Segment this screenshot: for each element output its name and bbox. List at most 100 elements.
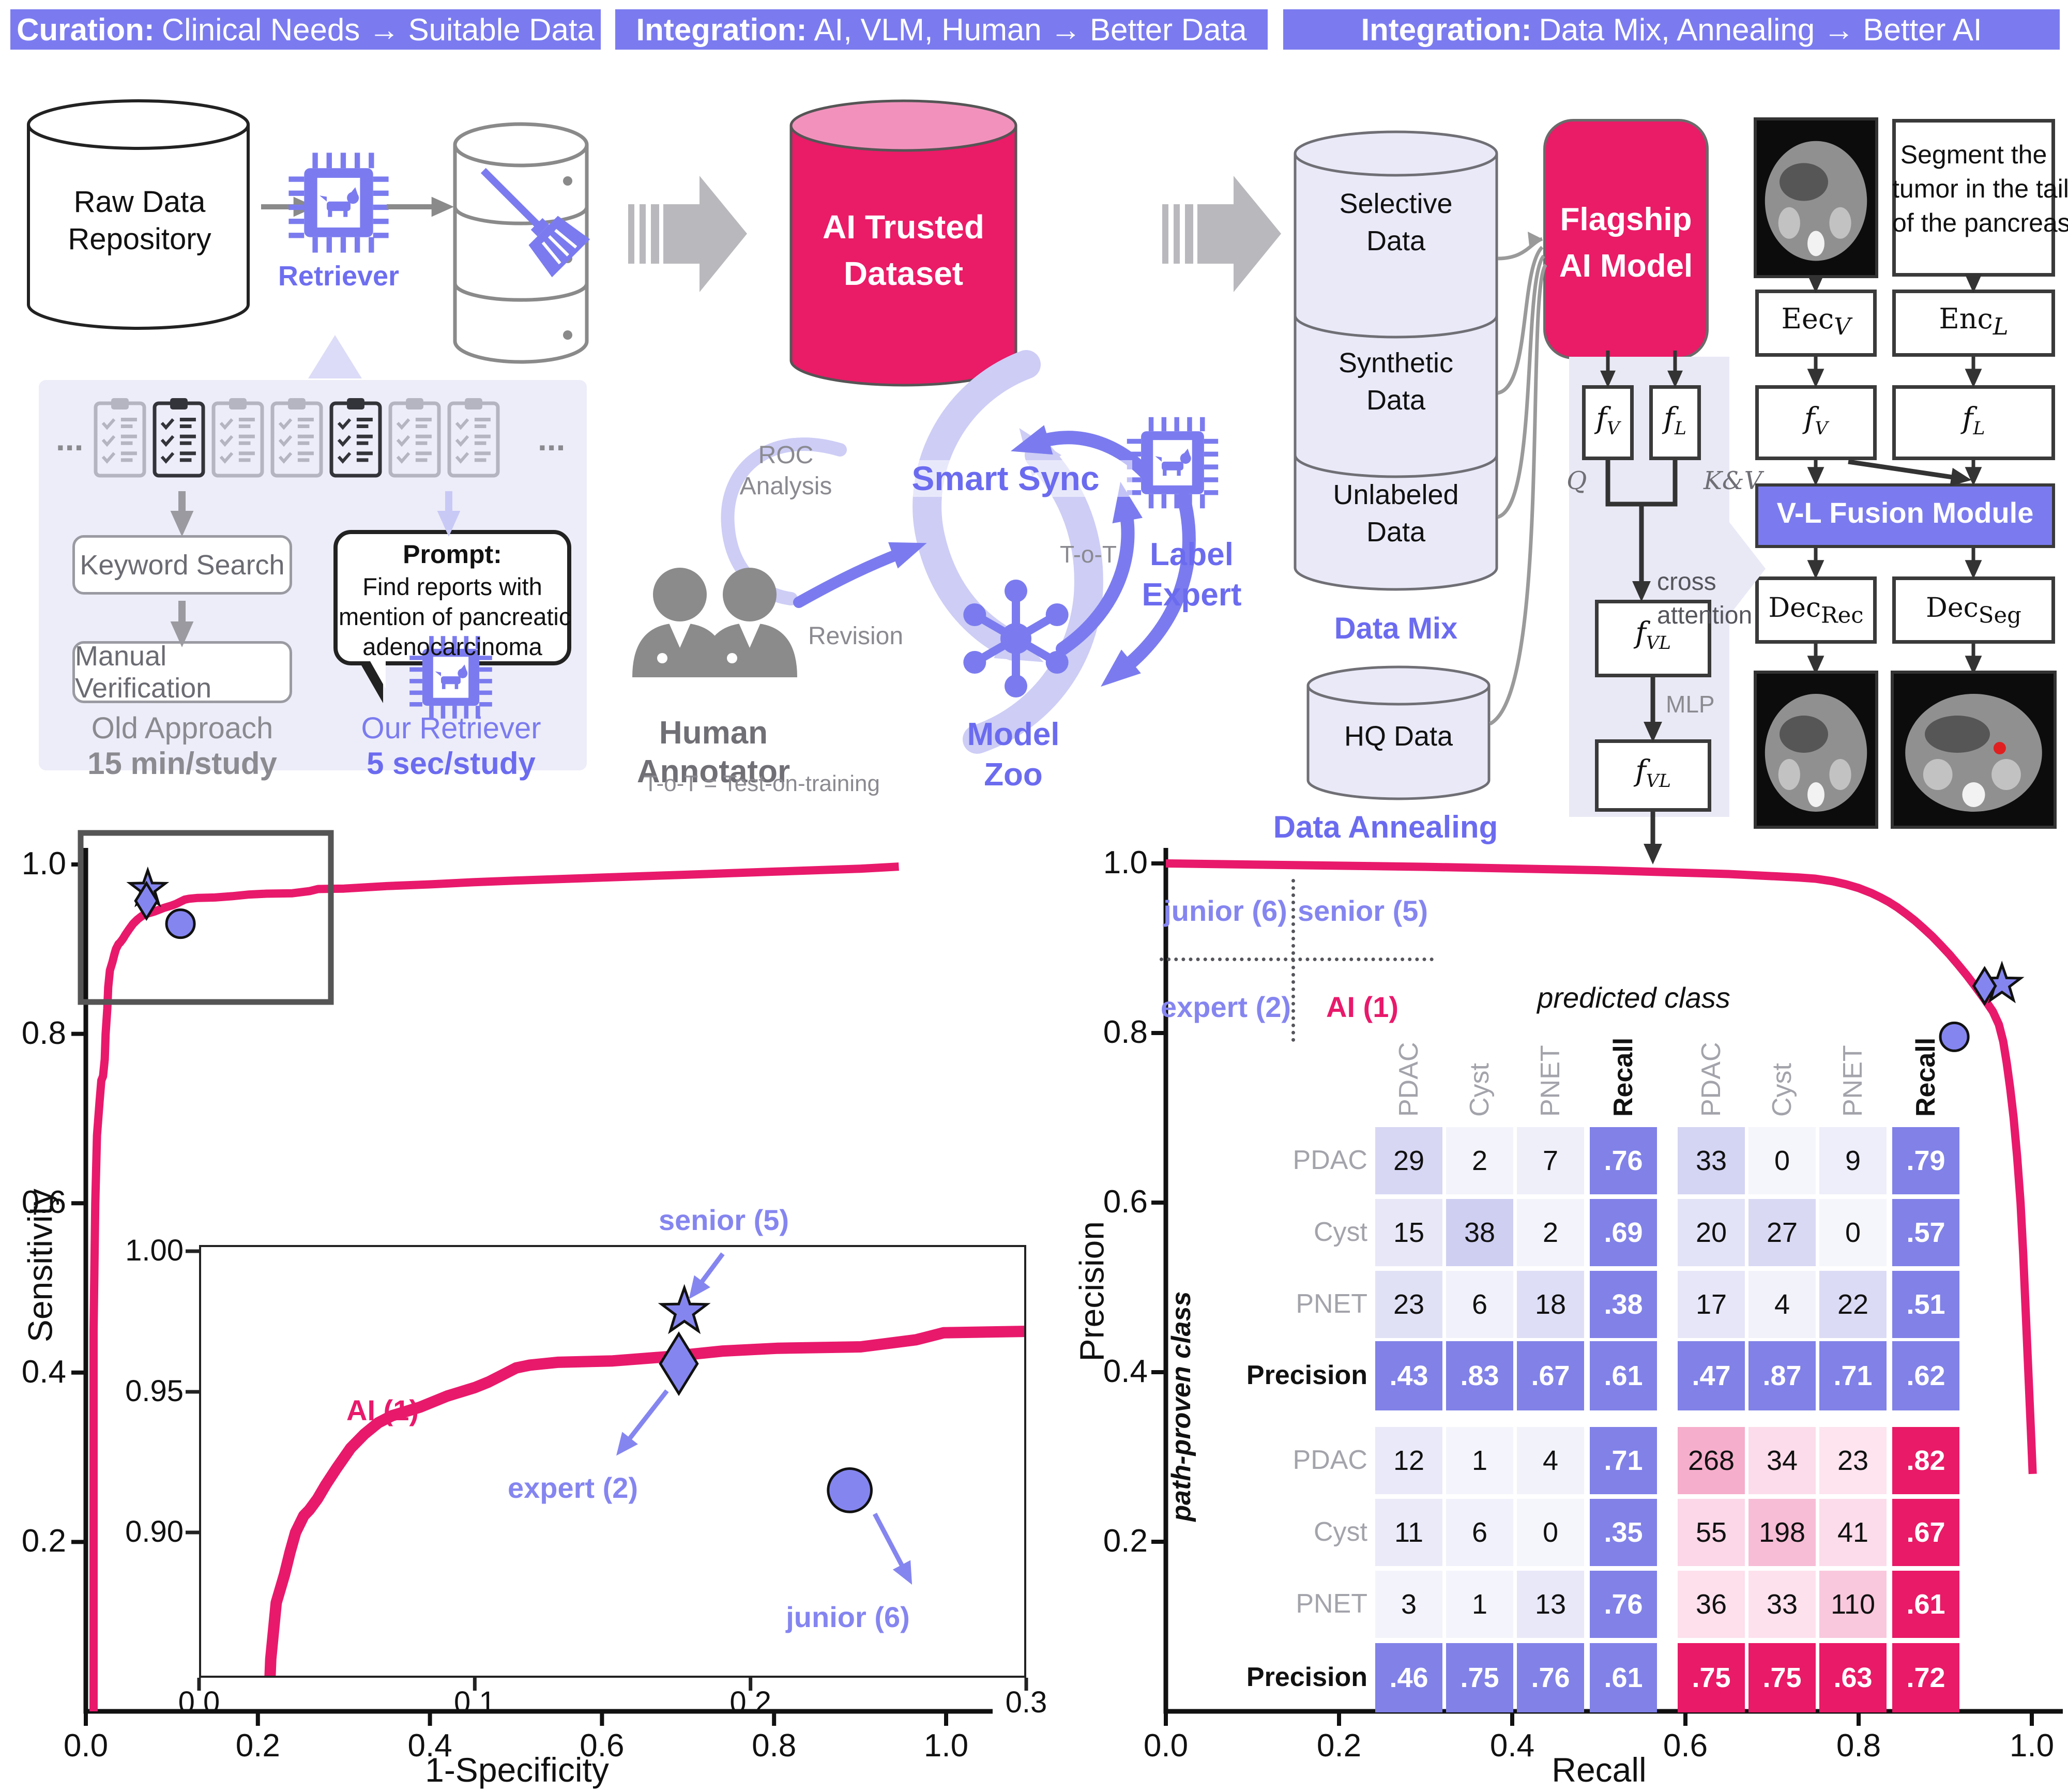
- matrix-cell: .69: [1590, 1199, 1657, 1266]
- unlabeled-data-2: Data: [1366, 517, 1426, 548]
- matrix-row-header: PDAC: [1292, 1445, 1367, 1475]
- matrix-cell: 0: [1748, 1127, 1816, 1194]
- revision-label: Revision: [808, 622, 904, 650]
- old-approach-time: 15 min/study: [87, 746, 277, 781]
- matrix-cell: 33: [1678, 1127, 1745, 1194]
- matrix-cell: .87: [1748, 1341, 1816, 1410]
- matrix-row-header: Precision: [1246, 1360, 1367, 1390]
- dec-seg-label: DecSeg: [1926, 593, 2021, 629]
- prompt-line3: adenocarcinoma: [362, 633, 542, 660]
- matrix-row-header: Precision: [1246, 1662, 1367, 1692]
- pr-ytick: 0.6: [1103, 1184, 1148, 1220]
- roc-xtick: 0.4: [407, 1728, 452, 1764]
- prompt-line1: Find reports with: [362, 573, 542, 600]
- roc-xtick: 0.6: [580, 1728, 625, 1764]
- inset-ai-label: AI (1): [346, 1394, 419, 1426]
- selective-data-1: Selective: [1339, 188, 1453, 219]
- matrix-cell: .46: [1375, 1643, 1442, 1712]
- roc-ytick: 0.6: [21, 1184, 66, 1221]
- matrix-col-header: PNET: [1535, 1045, 1565, 1117]
- roc-inset-xtick: 0.3: [1005, 1685, 1047, 1719]
- banner-integration-ai: Integration: Data Mix, Annealing → Bette…: [1283, 9, 2060, 50]
- matrix-cell: .43: [1375, 1341, 1442, 1410]
- pr-xtick: 0.4: [1489, 1728, 1535, 1764]
- smart-sync-label: Smart Sync: [879, 460, 1132, 497]
- clipboard-icon: [447, 398, 500, 478]
- matrix-col-header: Recall: [1608, 1037, 1638, 1117]
- clipboard-icon: [329, 398, 382, 478]
- pr-ytick: 0.4: [1103, 1354, 1148, 1389]
- matrix-cell: 12: [1375, 1427, 1442, 1494]
- roc-ytick: 1.0: [21, 846, 66, 882]
- clipboard-icon: [270, 398, 323, 478]
- matrix-cell: 2: [1446, 1127, 1513, 1194]
- human-annotator-1: Human: [659, 715, 768, 751]
- inset-junior-label: junior (6): [786, 1601, 910, 1633]
- pr-xtick: 0.0: [1143, 1728, 1189, 1764]
- matrix-cell: 4: [1748, 1271, 1816, 1338]
- banner-integration-ai-bold: Integration:: [1361, 12, 1532, 47]
- pr-xtick: 1.0: [2009, 1728, 2055, 1764]
- roc-analysis-1: ROC: [758, 442, 814, 469]
- ai-dataset-label-1: AI Trusted: [823, 208, 984, 246]
- manual-verification-box: Manual Verification: [72, 641, 292, 704]
- matrix-cell: 198: [1748, 1499, 1816, 1566]
- anneal-fl-label: fL: [1664, 402, 1686, 439]
- fv-box: [1755, 385, 1877, 460]
- matrix-cell: .38: [1590, 1271, 1657, 1338]
- kv-label: K&V: [1704, 466, 1762, 495]
- pr-xtick: 0.8: [1836, 1728, 1881, 1764]
- matrix-row-header: Cyst: [1314, 1517, 1367, 1547]
- matrix-cell: .57: [1892, 1199, 1959, 1266]
- eecv-label: EecV: [1781, 302, 1851, 340]
- matrix-cell: .61: [1590, 1643, 1657, 1712]
- model-zoo-1: Model: [967, 717, 1060, 752]
- matrix-cell: .76: [1590, 1571, 1657, 1638]
- old-approach-label: Old Approach: [91, 711, 273, 745]
- matrix-cell: 6: [1446, 1271, 1513, 1338]
- q-label: Q: [1567, 466, 1587, 495]
- matrix-cell: 7: [1517, 1127, 1584, 1194]
- eecv-box: [1755, 290, 1877, 357]
- roc-xtick: 0.8: [752, 1728, 797, 1764]
- matrix-cell: 29: [1375, 1127, 1442, 1194]
- anneal-fvl1-label: fVL: [1635, 616, 1671, 654]
- prompt-bubble: [333, 530, 571, 665]
- matrix-cell: 38: [1446, 1199, 1513, 1266]
- matrix-cell: .75: [1678, 1643, 1745, 1712]
- legend-senior: senior (5): [1298, 894, 1428, 927]
- roc-ytick: 0.2: [21, 1523, 66, 1559]
- pr-ytick: 1.0: [1103, 845, 1148, 880]
- tot-note: T-o-T = Test-on-training: [644, 771, 880, 796]
- seg-prompt-box: [1892, 119, 2055, 277]
- matrix-cell: 268: [1678, 1427, 1745, 1494]
- matrix-cell: .72: [1892, 1643, 1959, 1712]
- cross-attention-1: cross: [1657, 568, 1716, 596]
- roc-inset-ytick: 0.90: [125, 1515, 184, 1548]
- retriever-label: Retriever: [278, 261, 400, 292]
- fl-label: fL: [1962, 402, 1985, 439]
- prompt-line2: mention of pancreatic: [339, 603, 571, 630]
- our-retriever-time: 5 sec/study: [367, 746, 536, 781]
- roc-ytick: 0.4: [21, 1354, 66, 1390]
- matrix-cell: 3: [1375, 1571, 1442, 1638]
- matrix-col-header: Recall: [1911, 1037, 1941, 1117]
- keyword-search-label: Keyword Search: [80, 549, 285, 581]
- anneal-fl-box: [1649, 385, 1701, 460]
- data-annealing-label: Data Annealing: [1273, 810, 1498, 844]
- anneal-fvl2-label: fVL: [1635, 754, 1671, 792]
- matrix-cell: 17: [1678, 1271, 1745, 1338]
- ai-dataset-label-2: Dataset: [843, 255, 964, 292]
- matrix-cell: 110: [1819, 1571, 1887, 1638]
- matrix-cell: .35: [1590, 1499, 1657, 1566]
- keyword-search-box: Keyword Search: [72, 535, 292, 595]
- matrix-cell: .75: [1446, 1643, 1513, 1712]
- matrix-cell: 23: [1375, 1271, 1442, 1338]
- ellipsis-left: ...: [56, 420, 84, 458]
- matrix-col-header: PDAC: [1696, 1042, 1726, 1117]
- legend-junior: junior (6): [1163, 894, 1287, 927]
- pr-xtick: 0.2: [1316, 1728, 1362, 1764]
- matrix-cell: .61: [1892, 1571, 1959, 1638]
- clipboard-icon: [94, 398, 146, 478]
